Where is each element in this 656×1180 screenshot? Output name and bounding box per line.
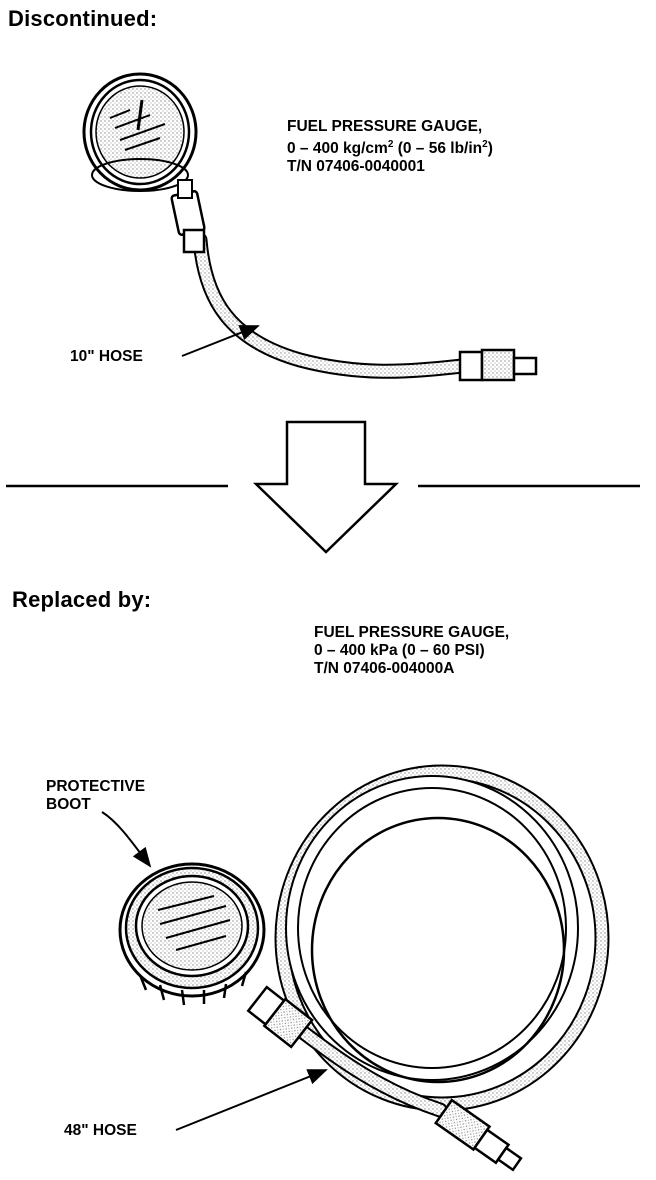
protective-boot-label: PROTECTIVE BOOT (46, 778, 146, 813)
old-hose-label: 10" HOSE (70, 348, 143, 365)
old-gauge-illustration (82, 72, 538, 382)
old-gauge-range: 0 – 400 kg/cm2 (0 – 56 lb/in2) (287, 139, 493, 158)
old-gauge-caption: FUEL PRESSURE GAUGE, 0 – 400 kg/cm2 (0 –… (287, 118, 493, 176)
down-arrow-icon (252, 420, 400, 554)
discontinued-heading: Discontinued: (8, 6, 158, 31)
new-gauge-part-number: T/N 07406-004000A (314, 660, 455, 677)
new-gauge-name: FUEL PRESSURE GAUGE, (314, 624, 510, 641)
new-gauge-caption: FUEL PRESSURE GAUGE, 0 – 400 kPa (0 – 60… (314, 624, 509, 678)
boot-leader (101, 811, 152, 868)
old-gauge-part-number: T/N 07406-0040001 (287, 158, 425, 176)
replaced-heading: Replaced by: (12, 587, 152, 612)
old-hose-leader (181, 325, 260, 357)
new-hose-label: 48" HOSE (64, 1122, 137, 1139)
old-gauge-name: FUEL PRESSURE GAUGE, (287, 118, 483, 135)
new-gauge-illustration (118, 764, 610, 1172)
new-hose-leader (175, 1069, 328, 1131)
new-gauge-range: 0 – 400 kPa (0 – 60 PSI) (314, 642, 485, 659)
